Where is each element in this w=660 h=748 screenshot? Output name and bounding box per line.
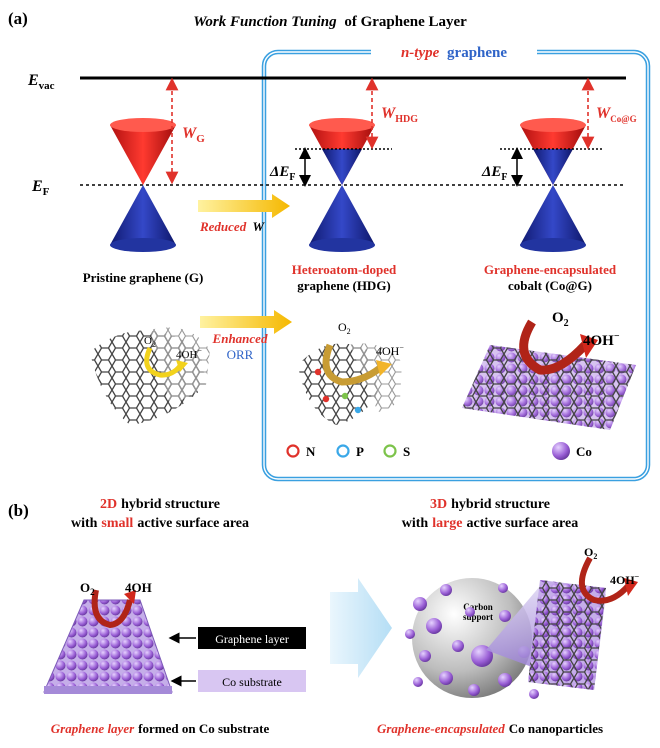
evac-label: Evac xyxy=(27,72,55,92)
oh-label-1: 4OH− xyxy=(176,346,202,361)
o2-label-1: O2 xyxy=(144,335,156,349)
legend-co-label: Co xyxy=(576,444,592,459)
enhanced-orr-arrow xyxy=(200,310,292,334)
enhanced-label: Enhanced xyxy=(212,331,268,346)
dirac-cone-pristine xyxy=(110,118,176,252)
legend-s-label: S xyxy=(403,444,410,459)
legend: N P S Co xyxy=(286,442,592,460)
panel-a-title-italic: Work Function Tuning xyxy=(193,14,337,30)
o2-label-5: O2 xyxy=(584,545,597,561)
ef-label: EF xyxy=(31,178,50,198)
oh-label-5: 4OH− xyxy=(610,572,640,587)
wcog-label: WCo@G xyxy=(596,105,637,124)
n-type-label: n-type graphene xyxy=(401,45,507,61)
graphene-layer-box xyxy=(198,627,306,649)
legend-co-marker xyxy=(552,442,570,460)
graphene-layer-label: Graphene layer xyxy=(215,632,289,646)
carbon-support-label-2: support xyxy=(463,612,493,622)
legend-s-marker xyxy=(383,444,397,458)
whdg-label: WHDG xyxy=(381,105,418,125)
panel-a-title-rest: of Graphene Layer xyxy=(344,14,467,30)
orr-curve-arrow-2 xyxy=(322,343,383,386)
pristine-label: Pristine graphene (G) xyxy=(83,270,204,285)
oh-label-4: 4OH xyxy=(125,580,152,595)
cog-graphene-sheet xyxy=(462,345,636,430)
co-substrate-box xyxy=(198,670,306,692)
orr-curve-arrow-1 xyxy=(144,346,182,378)
co-substrate-slab xyxy=(43,599,173,694)
orr-label: ORR xyxy=(227,347,254,362)
legend-p-marker xyxy=(336,444,350,458)
panel-a-tag: (a) xyxy=(8,9,28,28)
orr-curve-arrow-3 xyxy=(519,319,589,375)
co-substrate-label: Co substrate xyxy=(222,675,282,689)
oh-label-2: 4OH− xyxy=(376,343,404,358)
hdg-label-2: graphene (HDG) xyxy=(297,278,391,293)
oh-label-3: 4OH− xyxy=(583,331,620,349)
o2-label-2: O2 xyxy=(338,320,351,336)
reduced-w-label: Reduced W xyxy=(199,219,265,234)
wg-label: WG xyxy=(182,125,205,145)
dirac-cone-cog xyxy=(520,118,586,252)
reduced-w-arrow xyxy=(198,194,290,218)
dirac-cone-hdg xyxy=(309,118,375,252)
orr-curve-arrow-4 xyxy=(91,589,133,629)
cog-label-2: cobalt (Co@G) xyxy=(508,278,592,293)
legend-p-label: P xyxy=(356,444,364,459)
delta-ef-label-1: ΔEF xyxy=(269,164,296,183)
zoomed-graphene-patch xyxy=(528,580,606,690)
panel-a-title: Work Function Tuning of Graphene Layer xyxy=(193,14,467,30)
panel-b-tag: (b) xyxy=(8,501,29,520)
carbon-support-sphere xyxy=(412,578,532,698)
legend-n-marker xyxy=(286,444,300,458)
hdg-label-1: Heteroatom-doped xyxy=(292,262,397,277)
cog-label-1: Graphene-encapsulated xyxy=(484,262,617,277)
legend-n-label: N xyxy=(306,444,316,459)
delta-ef-label-2: ΔEF xyxy=(481,164,508,183)
transition-arrow xyxy=(330,578,392,678)
carbon-support-label-1: Carbon xyxy=(463,602,493,612)
orr-curve-arrow-5 xyxy=(579,556,631,604)
o2-label-3: O2 xyxy=(552,310,569,329)
o2-label-4: O2 xyxy=(80,580,95,597)
